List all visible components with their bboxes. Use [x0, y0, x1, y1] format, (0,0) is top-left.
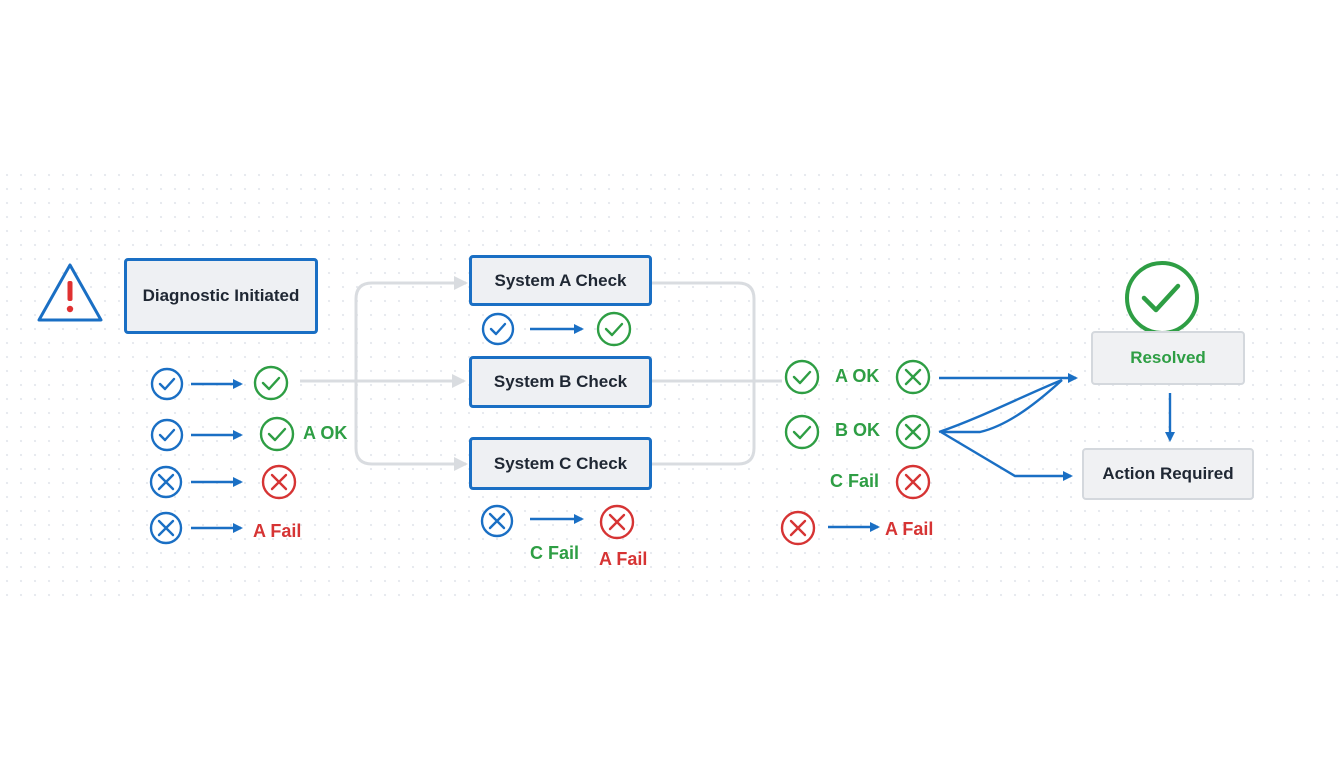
warning-icon	[37, 263, 103, 322]
curve-b-to-resolved-2	[941, 379, 1063, 434]
green-check-icon	[784, 414, 820, 450]
blue-x-icon	[149, 465, 183, 499]
blue-x-icon	[480, 504, 514, 538]
routing-arrows	[938, 373, 1175, 481]
right-a-ok-label: A OK	[835, 366, 880, 386]
system-a-result	[481, 311, 632, 347]
action-required-node: Action Required	[1082, 448, 1254, 500]
resolved-label: Resolved	[1130, 348, 1206, 367]
arrow-to-action-required	[940, 430, 1073, 481]
grey-connectors	[300, 276, 782, 471]
dot-grid-background	[0, 168, 1344, 608]
system-b-check-node: System B Check	[469, 356, 652, 408]
system-b-check-label: System B Check	[493, 372, 628, 391]
row-4	[149, 511, 243, 545]
green-check-icon	[596, 311, 632, 347]
blue-check-icon	[481, 312, 515, 346]
resolved-node: Resolved	[1091, 331, 1245, 385]
left-status-rows	[149, 365, 297, 545]
red-x-icon	[895, 464, 931, 500]
mid-a-fail-label: A Fail	[599, 549, 648, 569]
row-2	[150, 416, 295, 452]
mid-c-fail-label: C Fail	[530, 543, 580, 563]
curve-b-to-resolved-1	[938, 378, 1063, 434]
red-x-icon	[780, 510, 816, 546]
left-a-fail-label: A Fail	[253, 521, 302, 541]
left-a-ok-label: A OK	[303, 423, 348, 443]
blue-check-icon	[150, 418, 184, 452]
action-required-label: Action Required	[1102, 464, 1234, 483]
green-check-icon	[259, 416, 295, 452]
system-c-check-node: System C Check	[469, 437, 652, 490]
green-check-icon	[253, 365, 289, 401]
diagnostic-initiated-label: Diagnostic Initiated	[142, 286, 300, 305]
blue-x-icon	[149, 511, 183, 545]
red-x-icon	[261, 464, 297, 500]
row-3	[149, 464, 297, 500]
green-x-icon	[895, 414, 931, 450]
merge-connector-right	[651, 281, 756, 466]
system-a-check-node: System A Check	[469, 255, 652, 306]
right-c-fail-label: C Fail	[830, 471, 880, 491]
green-check-icon	[784, 359, 820, 395]
diagnostic-initiated-node: Diagnostic Initiated	[124, 258, 318, 334]
blue-check-icon	[150, 367, 184, 401]
right-a-fail-label: A Fail	[885, 519, 934, 539]
right-status-rows	[780, 359, 931, 546]
right-b-ok-label: B OK	[835, 420, 880, 440]
branch-connector-left	[354, 281, 464, 466]
system-a-check-label: System A Check	[494, 270, 627, 290]
resolved-check-icon	[1125, 261, 1199, 335]
system-c-check-label: System C Check	[493, 453, 628, 473]
row-1	[150, 365, 289, 401]
system-c-result	[480, 504, 635, 540]
green-x-icon	[895, 359, 931, 395]
middle-status-rows	[480, 311, 635, 540]
red-x-icon	[599, 504, 635, 540]
